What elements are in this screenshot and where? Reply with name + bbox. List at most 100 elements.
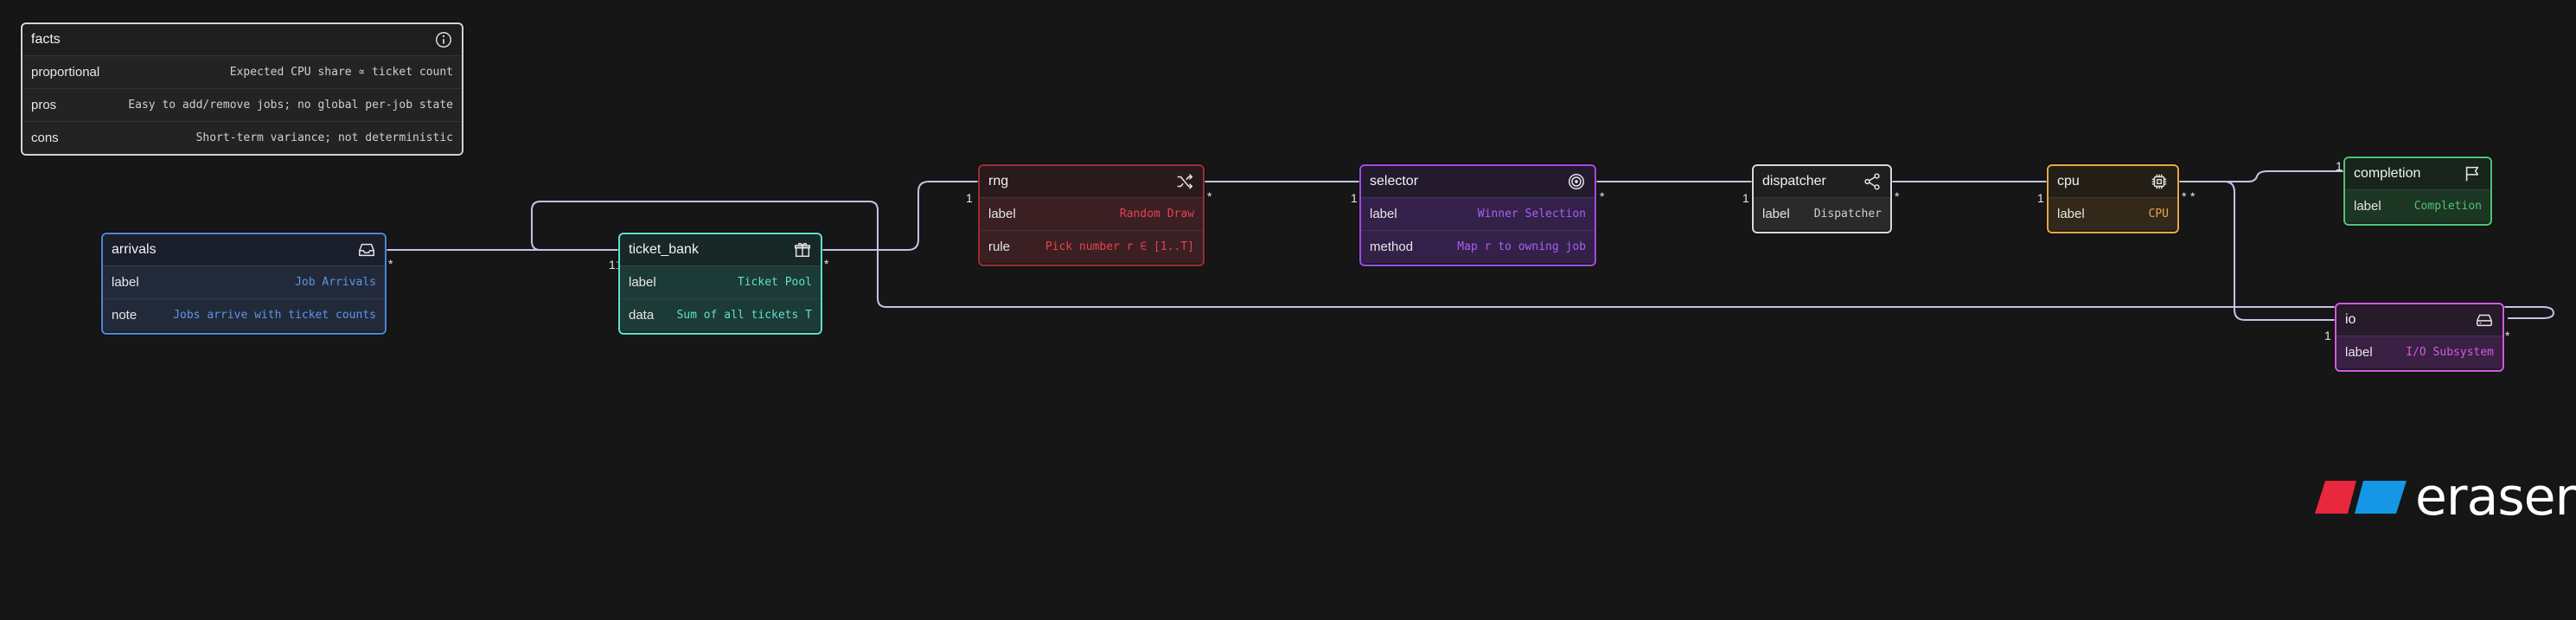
cpu-icon [2150,172,2169,191]
connector-ticket-bank-loop[interactable] [531,201,2555,319]
cardinality-cpu-in: 1 [2037,191,2044,205]
cardinality-rng-in: 1 [966,191,973,205]
entity-dispatcher[interactable]: dispatcher label Dispatcher [1752,164,1892,233]
cardinality-dispatcher-out: * [1895,189,1900,203]
cardinality-dispatcher-in: 1 [1742,191,1749,205]
entity-rng[interactable]: rng label Random Draw rule Pick number r… [978,164,1205,266]
entity-rng-row-rule: rule Pick number r ∈ [1..T] [980,230,1203,263]
row-key: pros [31,98,57,112]
entity-arrivals-row-note: note Jobs arrive with ticket counts [103,298,385,331]
entity-dispatcher-row-label: label Dispatcher [1754,197,1890,230]
row-value: Ticket Pool [737,276,812,289]
cardinality-io-in: 1 [2324,329,2331,342]
target-icon [1567,172,1586,191]
row-value: Short-term variance; not deterministic [195,131,453,144]
entity-rng-row-label: label Random Draw [980,197,1203,230]
row-key: label [1370,207,1397,221]
shuffle-icon [1175,172,1194,191]
row-key: proportional [31,65,100,80]
gift-icon [793,240,812,259]
row-value: Sum of all tickets T [676,309,812,322]
cardinality-io-out: * [2505,329,2510,342]
row-value: I/O Subsystem [2406,346,2494,359]
row-key: cons [31,131,59,145]
row-value: Map r to owning job [1457,240,1586,253]
entity-io-header: io [2336,304,2502,336]
entity-cpu-row-label: label CPU [2049,197,2177,230]
entity-ticket-bank-row-label: label Ticket Pool [620,265,821,298]
cardinality-selector-in: 1 [1351,191,1358,205]
row-key: label [1762,207,1790,221]
row-value: CPU [2148,208,2169,221]
row-value: Dispatcher [1813,208,1882,221]
entity-facts-header: facts [22,24,462,55]
entity-ticket-bank-row-data: data Sum of all tickets T [620,298,821,331]
flag-icon [2463,164,2482,183]
connector-cpu-completion[interactable] [2177,170,2343,182]
cardinality-completion-in: 1 [2336,159,2343,173]
row-key: data [629,308,655,323]
entity-dispatcher-title: dispatcher [1762,174,1826,189]
entity-selector-title: selector [1370,174,1419,189]
entity-arrivals[interactable]: arrivals label Job Arrivals note Jobs ar… [101,233,387,335]
row-value: Completion [2413,200,2482,213]
eraser-logo: eraser [2313,467,2576,527]
entity-arrivals-title: arrivals [112,242,157,257]
cardinality-ticket-bank-out: * [824,257,829,271]
row-key: label [112,275,139,290]
row-key: label [2345,345,2373,360]
row-key: label [629,275,656,290]
entity-cpu-title: cpu [2057,174,2080,189]
row-key: note [112,308,137,323]
cardinality-arrivals-out: * [388,257,393,271]
eraser-logo-mark [2315,481,2407,514]
entity-rng-header: rng [980,166,1203,197]
row-value: Random Draw [1119,208,1194,221]
info-icon [434,30,453,49]
entity-selector-row-label: label Winner Selection [1361,197,1595,230]
row-value: Jobs arrive with ticket counts [173,309,376,322]
entity-arrivals-row-label: label Job Arrivals [103,265,385,298]
row-key: method [1370,240,1414,254]
cardinality-cpu-out-a: * [2182,189,2187,203]
row-key: label [988,207,1016,221]
hard-drive-icon [2475,310,2494,329]
cardinality-cpu-out-b: * [2190,189,2196,203]
entity-completion-header: completion [2345,158,2490,189]
cardinality-selector-out: * [1600,189,1605,203]
entity-arrivals-header: arrivals [103,234,385,265]
entity-selector-row-method: method Map r to owning job [1361,230,1595,263]
entity-selector[interactable]: selector label Winner Selection method M… [1359,164,1596,266]
entity-io-row-label: label I/O Subsystem [2336,336,2502,368]
entity-ticket-bank-header: ticket_bank [620,234,821,265]
entity-facts[interactable]: facts proportional Expected CPU share ∝ … [21,22,463,156]
entity-ticket-bank[interactable]: ticket_bank label Ticket Pool data Sum o… [618,233,822,335]
entity-facts-row-pros: pros Easy to add/remove jobs; no global … [22,88,462,121]
entity-rng-title: rng [988,174,1009,189]
connector-cpu-io[interactable] [2177,181,2335,321]
entity-completion[interactable]: completion label Completion [2343,157,2492,226]
row-value: Winner Selection [1477,208,1586,221]
eraser-logo-text: eraser [2415,467,2576,527]
entity-io[interactable]: io label I/O Subsystem [2335,303,2504,372]
row-key: rule [988,240,1011,254]
entity-ticket-bank-title: ticket_bank [629,242,699,257]
row-key: label [2354,199,2381,214]
entity-facts-row-cons: cons Short-term variance; not determinis… [22,121,462,154]
cardinality-rng-out: * [1207,189,1212,203]
entity-facts-title: facts [31,32,61,47]
entity-completion-title: completion [2354,166,2421,181]
entity-selector-header: selector [1361,166,1595,197]
row-key: label [2057,207,2085,221]
cardinality-ticket-bank-in-a: 1 [609,258,616,272]
connector-ticket-bank-rng[interactable] [821,181,978,251]
row-value: Pick number r ∈ [1..T] [1045,240,1194,253]
row-value: Expected CPU share ∝ ticket count [229,66,453,79]
entity-io-title: io [2345,312,2356,327]
entity-cpu-header: cpu [2049,166,2177,197]
row-value: Job Arrivals [295,276,376,289]
share-icon [1863,172,1882,191]
entity-cpu[interactable]: cpu label CPU [2047,164,2179,233]
